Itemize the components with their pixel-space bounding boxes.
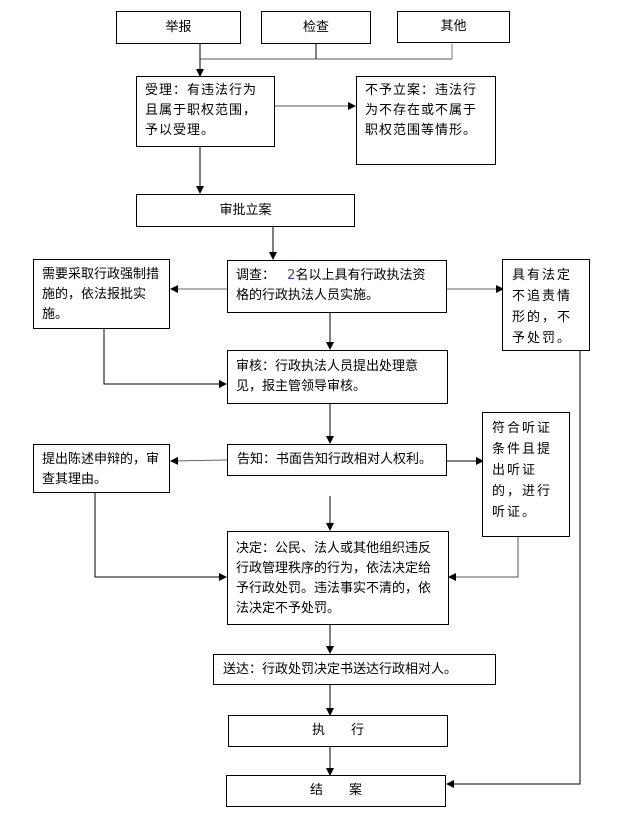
source-report-box: 举报 (116, 11, 241, 44)
decision-box: 决定：公民、法人或其他组织违反行政管理秩序的行为，依法决定给予行政处罚。违法事实… (227, 531, 449, 625)
notify-label: 告知：书面告知行政相对人权利。 (237, 452, 433, 467)
decision-label: 决定：公民、法人或其他组织违反行政管理秩序的行为，依法决定给予行政处罚。违法事实… (236, 541, 432, 616)
coercive-box: 需要采取行政强制措施的，依法报批实施。 (33, 259, 170, 329)
source-other-box: 其他 (397, 11, 510, 43)
no-liability-label: 具有法定不追责情形的，不予处罚。 (512, 268, 573, 346)
review-box: 审核：行政执法人员提出处理意见，报主管领导审核。 (227, 350, 448, 404)
defense-box: 提出陈述申辩的，审查其理由。 (33, 444, 170, 493)
source-other-label: 其他 (440, 19, 467, 34)
edge-defense-to-decision (94, 493, 227, 581)
close-case-label: 结 案 (309, 783, 362, 798)
no-liability-box: 具有法定不追责情形的，不予处罚。 (502, 259, 590, 351)
approve-filing-label: 审批立案 (219, 202, 272, 218)
investigate-label: 名以上具有行政执法资格的行政执法人员实施。 (236, 268, 426, 303)
accept-label: 受理：有违法行为且属于职权范围，予以受理。 (145, 83, 258, 138)
edge-coercive-to-review (103, 329, 227, 388)
hearing-label: 符合听证条件且提出听证的，进行听证。 (492, 421, 553, 520)
deliver-label: 送达：行政处罚决定书送达行政相对人。 (223, 662, 458, 677)
deliver-box: 送达：行政处罚决定书送达行政相对人。 (213, 654, 496, 685)
execute-label: 执 行 (311, 723, 364, 738)
edge-hearing-to-decision (448, 537, 519, 581)
reject-label: 不予立案：违法行为不存在或不属于职权范围等情形。 (365, 83, 478, 138)
investigate-number: 2 (287, 268, 296, 283)
close-case-box: 结 案 (226, 775, 446, 807)
approve-filing-box: 审批立案 (136, 194, 355, 227)
investigate-prefix: 调查： (236, 268, 276, 283)
reject-box: 不予立案：违法行为不存在或不属于职权范围等情形。 (356, 76, 496, 165)
investigate-box: 调查： 2名以上具有行政执法资格的行政执法人员实施。 (227, 260, 447, 313)
coercive-label: 需要采取行政强制措施的，依法报批实施。 (42, 267, 160, 322)
execute-box: 执 行 (228, 715, 448, 747)
defense-label: 提出陈述申辩的，审查其理由。 (42, 452, 160, 487)
edge-notify-to-defense (170, 456, 228, 465)
hearing-box: 符合听证条件且提出听证的，进行听证。 (482, 412, 570, 537)
edge-noliability-to-close (446, 351, 581, 788)
review-label: 审核：行政执法人员提出处理意见，报主管领导审核。 (236, 359, 419, 394)
accept-box: 受理：有违法行为且属于职权范围，予以受理。 (136, 76, 275, 147)
source-inspection-label: 检查 (302, 19, 329, 35)
source-inspection-box: 检查 (261, 11, 371, 44)
notify-box: 告知：书面告知行政相对人权利。 (227, 444, 447, 476)
source-report-label: 举报 (165, 19, 192, 35)
